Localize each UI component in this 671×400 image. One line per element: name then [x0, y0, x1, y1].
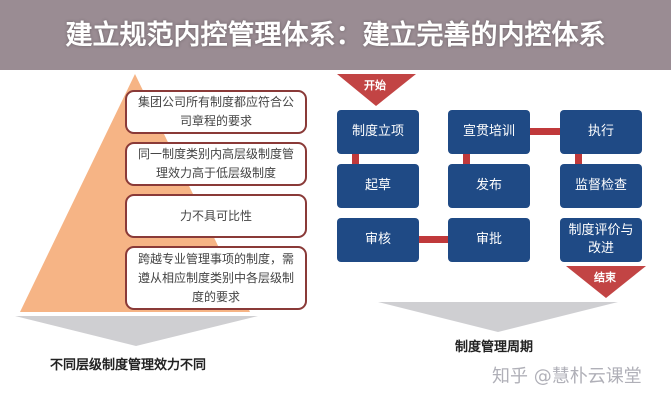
pyramid-box: 力不具可比性 [125, 194, 307, 238]
pyramid-caption: 不同层级制度管理效力不同 [50, 358, 207, 373]
pyramid-box: 同一制度类别内高层级制度管理效力高于低层级制度 [125, 142, 307, 186]
step-box: 监督检查 [560, 164, 642, 208]
step-box: 宣贯培训 [448, 110, 530, 154]
watermark: 知乎 @慧朴云课堂 [492, 366, 642, 387]
start-triangle [337, 74, 416, 106]
end-triangle [566, 266, 646, 298]
step-box: 执行 [560, 110, 642, 154]
pyramid-box: 集团公司所有制度都应符合公司章程的要求 [125, 90, 307, 134]
step-box: 审批 [448, 218, 530, 262]
cycle-chevron [378, 302, 618, 332]
connector [575, 154, 582, 164]
cycle-caption: 制度管理周期 [455, 340, 534, 355]
pyramid-chevron [15, 316, 258, 346]
step-box: 制度评价与改进 [560, 218, 642, 262]
title-banner: 建立规范内控管理体系：建立完善的内控体系 [0, 0, 671, 70]
step-box: 审核 [337, 218, 419, 262]
page-title: 建立规范内控管理体系：建立完善的内控体系 [65, 19, 606, 51]
end-label: 结束 [594, 271, 616, 284]
connector [463, 154, 470, 164]
connector [530, 128, 560, 135]
step-box: 起草 [337, 164, 419, 208]
step-box: 发布 [448, 164, 530, 208]
connector [418, 236, 448, 243]
pyramid-box: 跨越专业管理事项的制度，需遵从相应制度类别中各层级制度的要求 [125, 246, 307, 310]
connector [352, 154, 359, 164]
step-box: 制度立项 [337, 110, 419, 154]
start-label: 开始 [364, 79, 386, 92]
